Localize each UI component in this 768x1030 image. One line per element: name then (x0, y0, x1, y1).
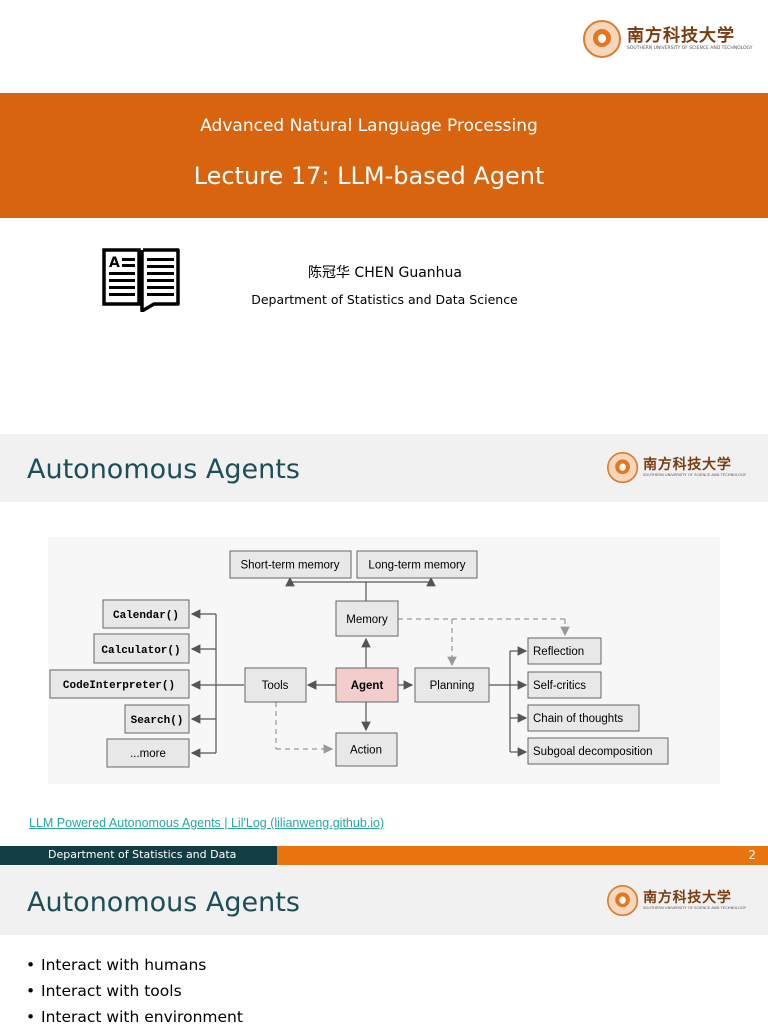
tool-item: Search() (124, 704, 190, 734)
agents-diagram-slide: Autonomous Agents 南方科技大学 SOUTHERN UNIVER… (0, 434, 768, 866)
logo-name-cn: 南方科技大学 (643, 889, 732, 907)
logo-name-cn: 南方科技大学 (643, 456, 732, 474)
svg-text:Reflection: Reflection (533, 646, 584, 658)
planning-item: Reflection (527, 637, 602, 665)
svg-text:Calendar(): Calendar() (113, 610, 179, 622)
tool-item: Calendar() (102, 599, 190, 629)
slide-title: Autonomous Agents (27, 454, 300, 485)
action-box: Action (335, 732, 398, 767)
course-title: Advanced Natural Language Processing (200, 116, 538, 136)
tools-label: Tools (262, 680, 289, 692)
svg-text:CodeInterpreter(): CodeInterpreter() (63, 680, 175, 692)
short-term-memory-box: Short-term memory (229, 550, 352, 579)
book-icon-letter: A (109, 255, 120, 271)
tool-item: Calculator() (93, 633, 190, 664)
short-term-memory-label: Short-term memory (240, 560, 339, 572)
svg-text:Self-critics: Self-critics (533, 680, 586, 692)
slide-title: Autonomous Agents (27, 887, 300, 918)
department-name: Department of Statistics and Data Scienc… (251, 292, 518, 307)
title-slide: 南方科技大学 SOUTHERN UNIVERSITY OF SCIENCE AN… (0, 0, 768, 434)
bullet-list: •Interact with humans •Interact with too… (26, 952, 243, 1030)
agent-box: Agent (335, 667, 399, 703)
bullet-item: •Interact with tools (26, 982, 182, 1000)
lecture-title: Lecture 17: LLM-based Agent (193, 162, 545, 190)
agent-label: Agent (351, 680, 384, 692)
long-term-memory-label: Long-term memory (368, 560, 465, 572)
university-seal-icon (607, 452, 639, 484)
long-term-memory-box: Long-term memory (356, 550, 478, 579)
logo-name-en: SOUTHERN UNIVERSITY OF SCIENCE AND TECHN… (627, 46, 753, 51)
svg-text:Calculator(): Calculator() (101, 645, 180, 657)
svg-text:Search(): Search() (131, 715, 184, 727)
memory-label: Memory (346, 614, 388, 626)
action-label: Action (350, 745, 382, 757)
footer-bar-orange (277, 846, 768, 865)
svg-text:Subgoal decomposition: Subgoal decomposition (533, 746, 653, 758)
reference-link[interactable]: LLM Powered Autonomous Agents | Lil'Log … (29, 816, 385, 830)
slide-title-bar (0, 866, 768, 935)
open-book-icon: A (102, 248, 180, 312)
planning-box: Planning (414, 667, 490, 703)
svg-text:Chain of thoughts: Chain of thoughts (533, 713, 623, 725)
page-number: 2 (748, 848, 756, 862)
title-banner (0, 93, 768, 218)
svg-text:...more: ...more (130, 748, 166, 760)
planning-item: Subgoal decomposition (527, 737, 669, 765)
tool-item: CodeInterpreter() (49, 669, 190, 699)
footer-department: Department of Statistics and Data (48, 848, 237, 861)
tool-item: ...more (106, 738, 190, 768)
university-seal-icon (583, 20, 621, 58)
university-seal-icon (607, 885, 639, 917)
university-logo: 南方科技大学 SOUTHERN UNIVERSITY OF SCIENCE AN… (607, 452, 747, 484)
bullet-item: •Interact with humans (26, 956, 207, 974)
agents-bullets-slide: Autonomous Agents 南方科技大学 SOUTHERN UNIVER… (0, 866, 768, 1026)
author-name: 陈冠华 CHEN Guanhua (307, 265, 463, 281)
memory-box: Memory (335, 600, 399, 637)
planning-label: Planning (430, 680, 475, 692)
tools-box: Tools (244, 667, 307, 703)
agent-architecture-diagram: Short-term memory Long-term memory Memor… (48, 537, 720, 784)
slide-title-bar (0, 434, 768, 502)
planning-item: Chain of thoughts (527, 704, 640, 732)
bullet-item: •Interact with environment (26, 1008, 243, 1026)
footer-bar-dark (0, 846, 277, 865)
logo-name-en: SOUTHERN UNIVERSITY OF SCIENCE AND TECHN… (643, 473, 747, 478)
university-logo: 南方科技大学 SOUTHERN UNIVERSITY OF SCIENCE AN… (607, 885, 747, 917)
planning-item: Self-critics (527, 671, 602, 699)
university-logo: 南方科技大学 SOUTHERN UNIVERSITY OF SCIENCE AN… (583, 20, 753, 58)
logo-name-cn: 南方科技大学 (627, 26, 735, 46)
logo-name-en: SOUTHERN UNIVERSITY OF SCIENCE AND TECHN… (643, 906, 747, 911)
